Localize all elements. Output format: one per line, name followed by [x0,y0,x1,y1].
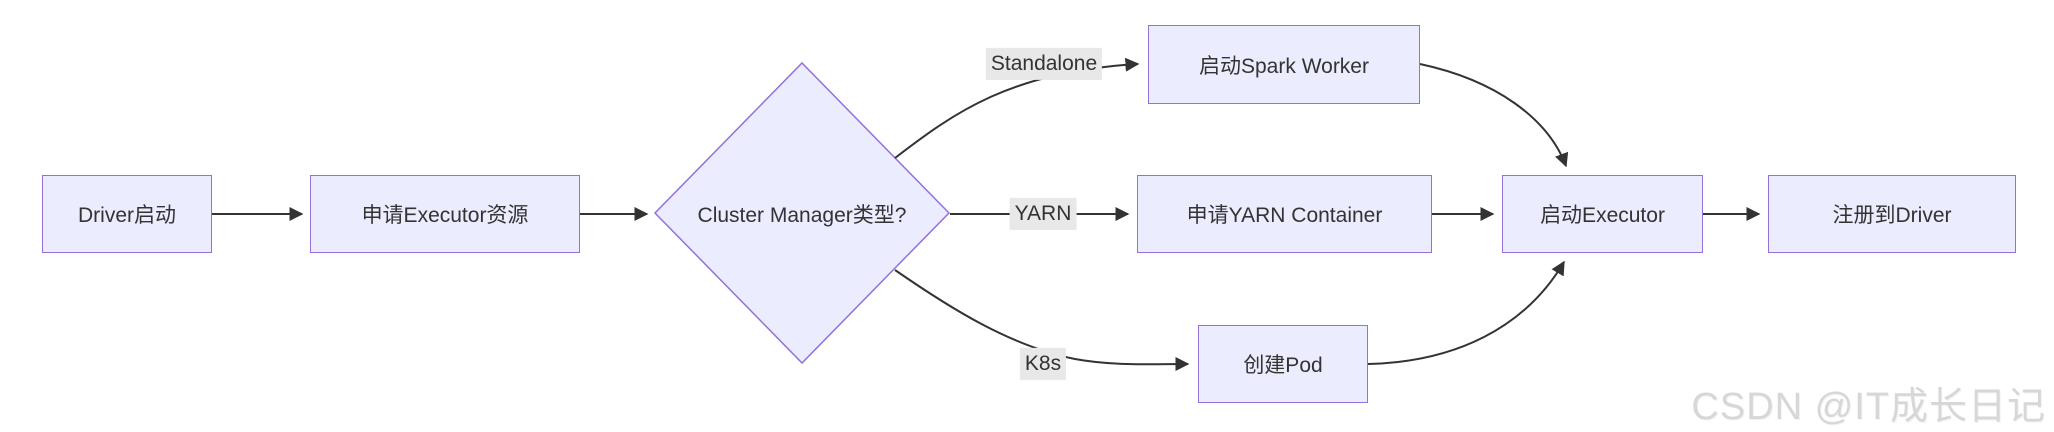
node-start-spark-worker: 启动Spark Worker [1148,25,1420,104]
node-request-executor-resources: 申请Executor资源 [310,175,580,253]
csdn-watermark: CSDN @IT成长日记 [1691,386,2046,428]
edge-pod-to-executor [1367,260,1565,365]
node-create-pod: 创建Pod [1198,325,1368,403]
decision-diamond-shape [653,61,951,365]
edge-label-k8s: K8s [1019,347,1067,381]
edge-worker-to-executor [1419,63,1569,168]
node-request-yarn-container: 申请YARN Container [1137,175,1432,253]
edge-label-yarn: YARN [1009,197,1077,231]
edge-label-standalone: Standalone [985,47,1103,81]
node-driver-start: Driver启动 [42,175,212,253]
node-register-to-driver: 注册到Driver [1768,175,2016,253]
node-start-executor: 启动Executor [1502,175,1703,253]
node-cluster-manager-decision-label: Cluster Manager类型? [697,204,907,227]
